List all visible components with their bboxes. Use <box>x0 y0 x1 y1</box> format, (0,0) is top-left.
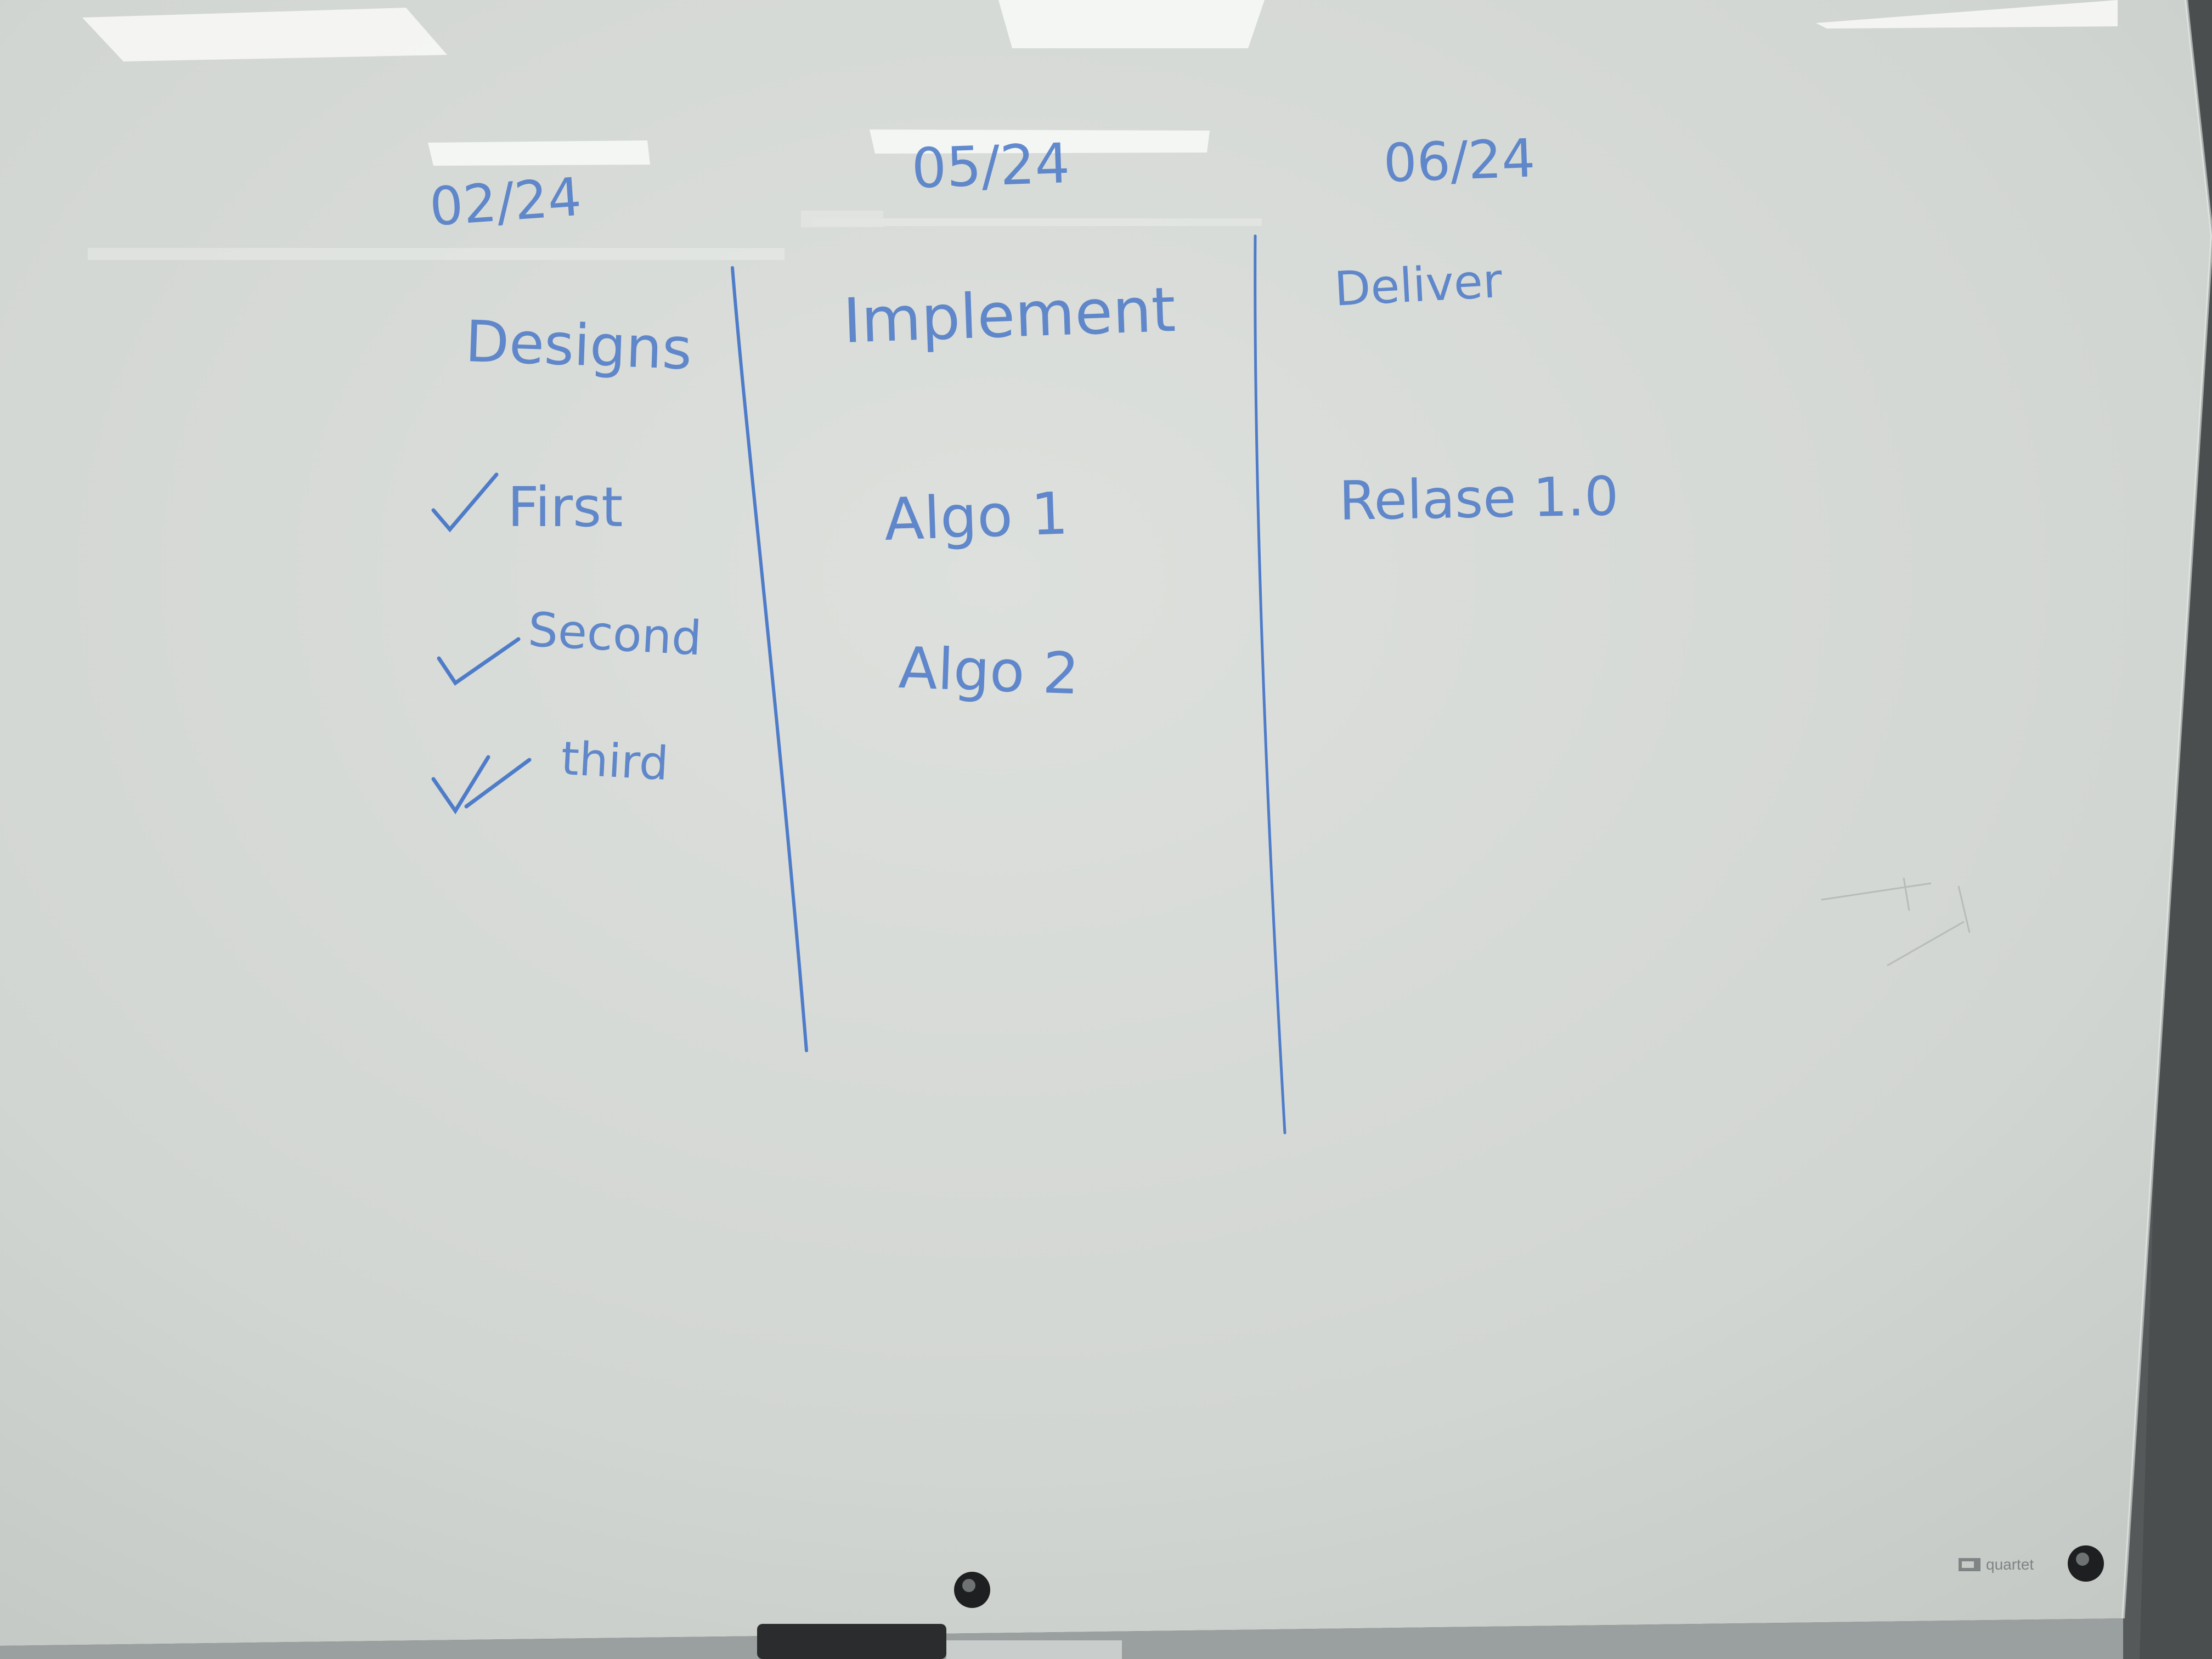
erased-marks <box>1821 877 1971 967</box>
column-divider-right <box>1254 234 1286 1135</box>
check-icon-second <box>437 637 521 686</box>
implement-item-algo-1: Algo 1 <box>883 479 1070 554</box>
board-edge <box>2121 0 2212 1619</box>
column-1-date: 02/24 <box>427 166 584 238</box>
light-reflections <box>82 0 2118 166</box>
light-glare-streaks <box>88 211 1262 260</box>
deliver-item-release: Relase 1.0 <box>1338 465 1620 533</box>
column-2-heading: Implement <box>842 274 1177 357</box>
brand-name: quartet <box>1986 1556 2034 1573</box>
column-3-date: 06/24 <box>1382 127 1537 194</box>
mounting-standoff-bottom-right <box>2068 1545 2104 1582</box>
brand-logo-icon <box>1959 1558 1980 1571</box>
column-1-heading: Designs <box>464 308 693 383</box>
check-icon-third <box>431 755 532 815</box>
check-icon-first <box>431 472 499 533</box>
column-divider-left <box>731 266 808 1052</box>
implement-item-algo-2: Algo 2 <box>898 634 1081 708</box>
marker-tray <box>946 1640 1122 1659</box>
column-2-date: 05/24 <box>910 131 1071 201</box>
design-item-first: First <box>507 475 623 539</box>
design-item-second: Second <box>527 602 703 667</box>
design-item-third: third <box>560 731 670 791</box>
column-3-heading: Deliver <box>1333 253 1504 317</box>
board-bottom-edge <box>0 1618 2123 1659</box>
brand-logo: quartet <box>1959 1556 2034 1573</box>
mounting-standoff-bottom-center <box>954 1572 990 1608</box>
eraser <box>757 1624 946 1659</box>
